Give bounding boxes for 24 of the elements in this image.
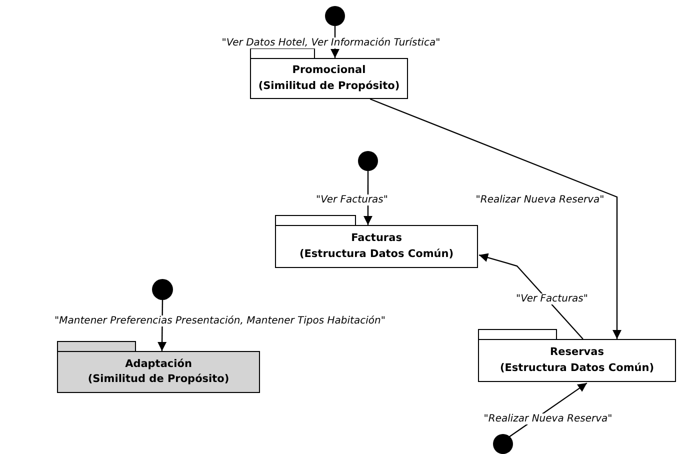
package-box [478, 329, 676, 382]
package-name: Promocional [292, 63, 366, 78]
edge-label: "Ver Facturas" [515, 294, 589, 304]
arrow [478, 253, 584, 340]
package-box [275, 215, 478, 268]
package-name: Reservas [550, 345, 604, 360]
edge-label: "Realizar Nueva Reserva" [474, 194, 606, 206]
edge-label: "Ver Datos Hotel, Ver Información Turística" [220, 38, 442, 48]
edge-label: "Realizar Nueva Reserva" [482, 414, 614, 424]
initial-state-dot [325, 6, 345, 26]
edge-label: "Mantener Preferencias Presentación, Mantener Tipos Habitación" [54, 316, 386, 326]
package-stereotype: (Similitud de Propósito) [258, 78, 400, 94]
package-box [250, 48, 408, 99]
package-stereotype: (Estructura Datos Común) [500, 360, 654, 376]
package-stereotype: (Similitud de Propósito) [88, 372, 230, 387]
edge-label: "Ver Facturas" [315, 194, 389, 206]
package-name: Adaptación [125, 356, 192, 372]
initial-state-dot [152, 279, 173, 300]
package-name: Facturas [351, 231, 402, 246]
initial-state-dot [493, 434, 513, 454]
initial-state-dot [358, 151, 378, 171]
package-box [57, 341, 260, 393]
package-stereotype: (Estructura Datos Común) [299, 246, 454, 262]
arrow [370, 98, 622, 340]
